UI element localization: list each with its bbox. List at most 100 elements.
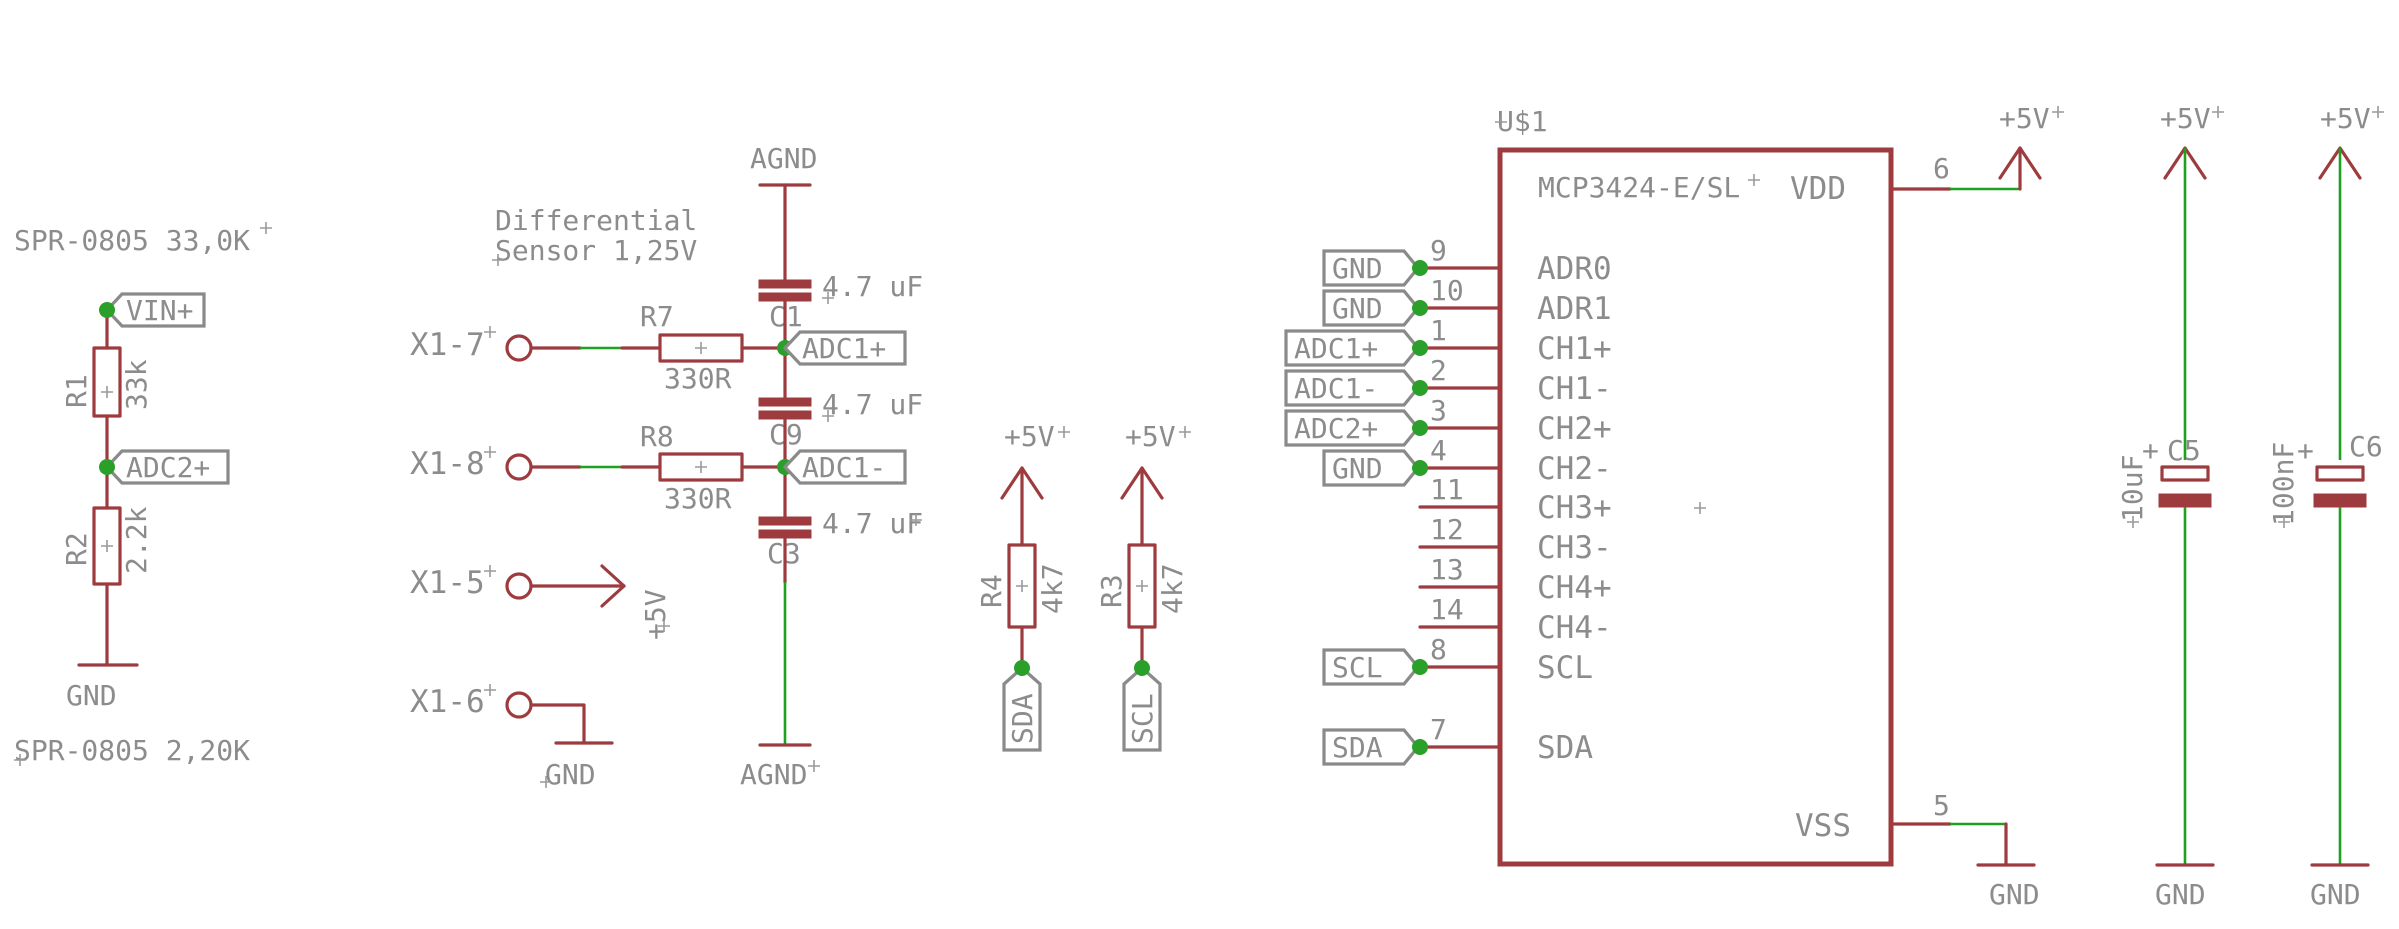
r1-body — [92, 346, 122, 418]
ic-pin-name: CH4+ — [1537, 570, 1612, 606]
junction-dot — [99, 459, 115, 475]
ic-net-label-text: GND — [1332, 292, 1383, 325]
c6-plate-bottom — [2313, 493, 2367, 508]
ic-pin-name: ADR0 — [1537, 251, 1612, 287]
c9-value: 4.7 uF — [822, 388, 923, 421]
adc1-pos-label-text: ADC1+ — [802, 332, 886, 365]
agnd-top-label: AGND — [750, 142, 817, 175]
ic-pin-number: 7 — [1430, 713, 1447, 746]
net-label-vin — [104, 292, 206, 328]
decoupling: +5V + C5 10uF GND +5V + C6 100nF GND — [2116, 102, 2384, 911]
origin-mark — [1748, 174, 1760, 186]
ic-pin-name: CH1- — [1537, 371, 1612, 407]
ic-pin-number: 3 — [1430, 394, 1447, 427]
ic-pin-name: CH2- — [1537, 451, 1612, 487]
net-label-adc1-neg — [782, 449, 907, 485]
r7-value: 330R — [664, 362, 732, 395]
c6-value: 100nF — [2267, 442, 2300, 526]
r4-name: R4 — [975, 574, 1008, 608]
divider-lower-label: SPR-0805 2,20K — [14, 734, 250, 767]
sda-label-text: SDA — [1006, 693, 1039, 744]
origin-mark — [822, 410, 834, 422]
x1-5-terminal — [505, 572, 533, 600]
vdd-supply-arrow — [1998, 146, 2042, 180]
origin-mark — [1694, 502, 1706, 514]
ic-pin-name: CH1+ — [1537, 331, 1612, 367]
origin-mark — [484, 684, 496, 696]
ic-net-label-text: ADC1+ — [1294, 332, 1378, 365]
junction-dot — [1412, 659, 1428, 675]
ic-pin-number: 14 — [1430, 593, 1464, 626]
c5-plate-top — [2160, 465, 2210, 482]
r1-value: 33k — [120, 359, 153, 410]
ic-vdd: VDD — [1790, 171, 1846, 207]
origin-mark — [695, 461, 707, 473]
adc1-neg-label-text: ADC1- — [802, 451, 886, 484]
origin-mark — [2372, 106, 2384, 118]
ic-pin-number: 2 — [1430, 354, 1447, 387]
ic-pin-name: CH2+ — [1537, 411, 1612, 447]
r2-name: R2 — [60, 532, 93, 566]
vin-label-text: VIN+ — [126, 294, 193, 327]
x1-8-terminal — [505, 453, 533, 481]
c6-plate-top — [2315, 465, 2365, 482]
origin-mark — [260, 222, 272, 234]
ic-net-label-text: GND — [1332, 452, 1383, 485]
c5-supply-label: +5V — [2160, 102, 2211, 135]
origin-mark — [14, 754, 26, 766]
c5-name: C5 — [2167, 434, 2201, 467]
x1-5-supply-label: +5V — [639, 589, 672, 640]
sensor-section: Differential Sensor 1,25V AGND 4.7 uF C1… — [410, 142, 923, 791]
origin-mark — [1136, 580, 1148, 592]
origin-mark — [492, 254, 504, 266]
ic-net-label — [1322, 728, 1421, 766]
net-label-scl — [1122, 665, 1162, 752]
origin-mark — [808, 760, 820, 772]
ic-vss: VSS — [1795, 808, 1851, 844]
junction-dot — [99, 302, 115, 318]
c3-value: 4.7 uF — [822, 507, 923, 540]
origin-mark — [484, 565, 496, 577]
junction-dot — [1412, 420, 1428, 436]
r4-supply-label: +5V — [1004, 420, 1055, 453]
ic-net-label — [1322, 289, 1421, 327]
ic-net-label-text: GND — [1332, 252, 1383, 285]
c5-gnd-label: GND — [2155, 878, 2206, 911]
r1-name: R1 — [60, 374, 93, 408]
c5-polarity: + — [2142, 434, 2159, 467]
origin-mark — [1058, 426, 1070, 438]
ic-pin-name: CH4- — [1537, 610, 1612, 646]
vdd-pin-number: 6 — [1933, 152, 1950, 185]
r3-supply-label: +5V — [1125, 420, 1176, 453]
c5-value: 10uF — [2116, 455, 2149, 522]
r3-name: R3 — [1095, 574, 1128, 608]
origin-mark — [101, 540, 113, 552]
ic-part: MCP3424-E/SL — [1538, 171, 1740, 204]
vss-pin-number: 5 — [1933, 789, 1950, 822]
ic-pin-number: 1 — [1430, 314, 1447, 347]
x1-8-label: X1-8 — [410, 446, 485, 482]
junction-dot — [1412, 260, 1428, 276]
c6-gnd-label: GND — [2310, 878, 2361, 911]
ic-left-pins: 9ADR0GND10ADR1GND1CH1+ADC1+2CH1-ADC1-3CH… — [1284, 234, 1612, 766]
ic-pin-number: 9 — [1430, 234, 1447, 267]
ic-pin-name: CH3- — [1537, 530, 1612, 566]
c9-plate-top — [758, 397, 812, 407]
ic-net-label — [1284, 409, 1421, 447]
x1-6-wire — [529, 703, 586, 745]
ic-pin-number: 8 — [1430, 633, 1447, 666]
junction-dot — [1412, 460, 1428, 476]
c6-name: C6 — [2349, 430, 2383, 463]
junction-dot — [1412, 300, 1428, 316]
ic-pin-number: 12 — [1430, 513, 1464, 546]
ic-net-label — [1284, 369, 1421, 407]
junction-dot — [1412, 380, 1428, 396]
r2-value: 2.2k — [120, 506, 153, 574]
ic-pin-name: ADR1 — [1537, 291, 1612, 327]
c6-supply-label: +5V — [2320, 102, 2371, 135]
r7-name: R7 — [640, 300, 674, 333]
divider-gnd-label: GND — [66, 679, 117, 712]
net-label-sda — [1002, 665, 1042, 752]
origin-mark — [658, 620, 670, 632]
